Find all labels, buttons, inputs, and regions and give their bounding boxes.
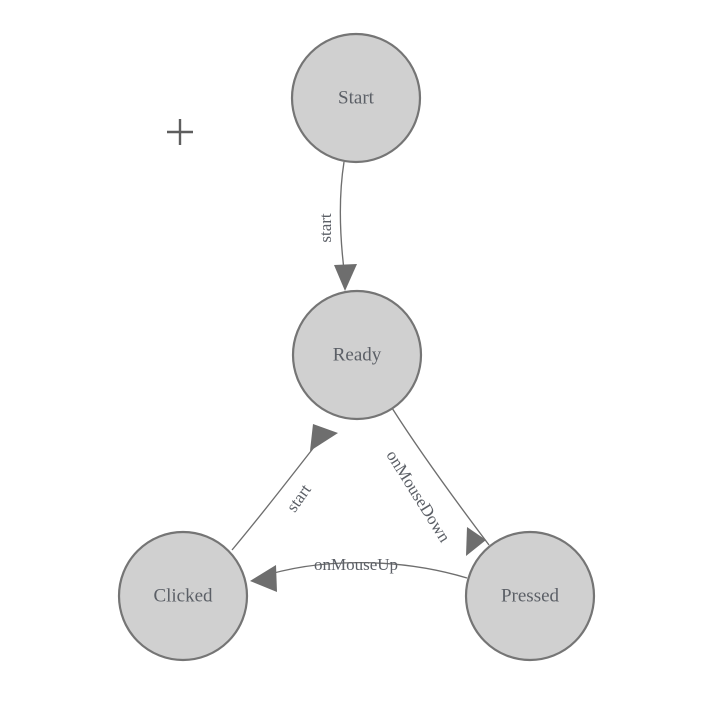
edge-clicked-to-ready[interactable]: start [231, 424, 338, 551]
edge-label-ready-to-pressed: onMouseDown [383, 447, 455, 546]
edge-pressed-to-clicked-path [256, 561, 468, 579]
edge-start-to-ready-path [339, 161, 346, 279]
state-node-pressed-label: Pressed [501, 585, 560, 606]
state-node-clicked-circle[interactable] [117, 530, 249, 662]
state-node-ready[interactable]: Ready [291, 289, 423, 421]
edge-clicked-to-ready-arrowhead [310, 424, 338, 451]
state-node-clicked[interactable]: Clicked [117, 530, 249, 662]
edge-label-pressed-to-clicked: onMouseUp [314, 555, 398, 574]
state-node-pressed[interactable]: Pressed [464, 530, 596, 662]
edge-ready-to-pressed-arrowhead [466, 527, 486, 556]
state-node-start-label: Start [338, 87, 375, 108]
state-node-clicked-label: Clicked [153, 585, 213, 606]
edge-label-start-to-ready: start [316, 213, 335, 243]
edge-start-to-ready[interactable]: start [316, 161, 357, 291]
edge-label-clicked-to-ready: start [283, 480, 316, 515]
state-node-start[interactable]: Start [290, 32, 422, 164]
edge-ready-to-pressed[interactable]: onMouseDown [383, 407, 490, 556]
crosshair-icon [167, 119, 193, 145]
edge-ready-to-pressed-path [391, 407, 490, 546]
edge-clicked-to-ready-path [231, 436, 323, 551]
edge-start-to-ready-arrowhead [334, 264, 357, 291]
edge-pressed-to-clicked[interactable]: onMouseUp [250, 555, 468, 592]
edge-pressed-to-clicked-arrowhead [250, 565, 277, 592]
state-node-pressed-circle[interactable] [464, 530, 596, 662]
state-node-ready-circle[interactable] [291, 289, 423, 421]
state-node-ready-label: Ready [333, 344, 382, 365]
state-node-start-circle[interactable] [290, 32, 422, 164]
